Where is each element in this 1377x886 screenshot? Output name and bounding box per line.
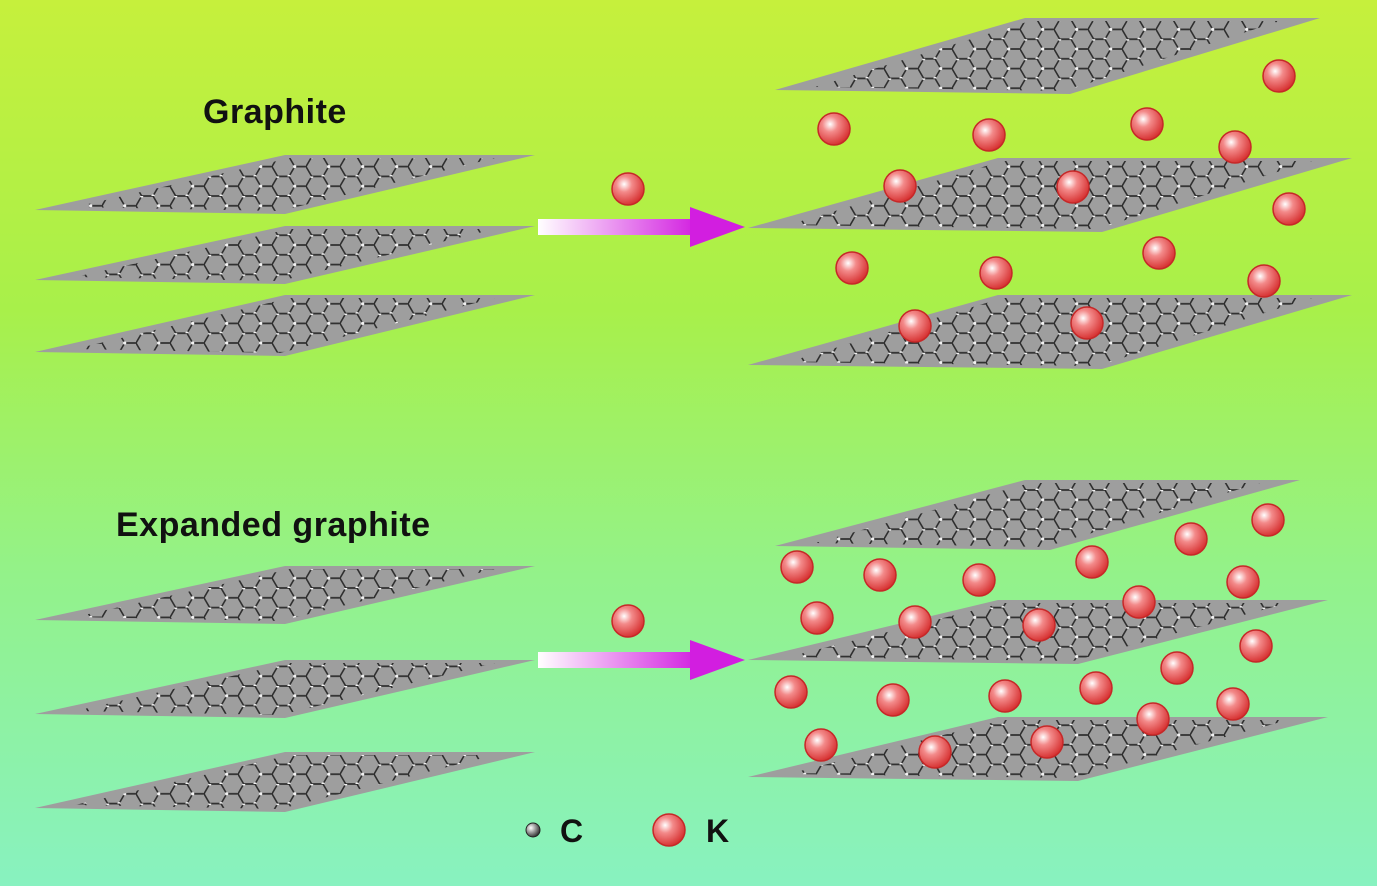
potassium-atom-expanded-3 (780, 550, 814, 584)
graphite-sheet-1-lattice (75, 158, 495, 211)
potassium-atom-expanded-13 (1160, 651, 1194, 685)
potassium-atom-graphite-13 (898, 309, 932, 343)
graphite-heading: Graphite (203, 93, 347, 131)
legend-carbon-icon (525, 822, 541, 838)
expanded-graphite-heading: Expanded graphite (116, 506, 431, 544)
potassium-atom-expanded-19 (1136, 702, 1170, 736)
potassium-atom-expanded-7 (1226, 565, 1260, 599)
legend-potassium-icon (652, 813, 686, 847)
potassium-atom-expanded-6 (1075, 545, 1109, 579)
potassium-atom-expanded-9 (898, 605, 932, 639)
potassium-atom-graphite-11 (1142, 236, 1176, 270)
potassium-atom-graphite-4 (1130, 107, 1164, 141)
potassium-atom-graphite-5 (1218, 130, 1252, 164)
intercalated-expanded-sheet-1-lattice (815, 483, 1260, 547)
expanded-graphite-sheet-2-lattice (75, 663, 495, 715)
potassium-atom-expanded-11 (1122, 585, 1156, 619)
potassium-atom-expanded-8 (800, 601, 834, 635)
intercalated-graphite-sheet-2-lattice (788, 161, 1312, 229)
potassium-atom-graphite-12 (1247, 264, 1281, 298)
potassium-atom-expanded-22 (1030, 725, 1064, 759)
potassium-atom-expanded-18 (1216, 687, 1250, 721)
potassium-atom-graphite-2 (817, 112, 851, 146)
graphite-sheet-3-lattice (75, 298, 495, 353)
expanded-graphite-sheet-1-lattice (75, 569, 495, 621)
potassium-atom-expanded-4 (863, 558, 897, 592)
potassium-atom-expanded-10 (1022, 608, 1056, 642)
potassium-atom-expanded-5 (962, 563, 996, 597)
legend-carbon-label: C (560, 813, 584, 849)
potassium-atom-graphite-10 (979, 256, 1013, 290)
potassium-atom-graphite-6 (883, 169, 917, 203)
potassium-atom-incoming-bottom (611, 604, 645, 638)
potassium-atom-expanded-12 (1239, 629, 1273, 663)
potassium-atom-expanded-15 (876, 683, 910, 717)
graphite-sheet-2-lattice (75, 229, 495, 281)
potassium-atom-graphite-14 (1070, 306, 1104, 340)
potassium-atom-graphite-8 (1272, 192, 1306, 226)
potassium-atom-expanded-1 (1251, 503, 1285, 537)
potassium-atom-expanded-21 (918, 735, 952, 769)
potassium-atom-graphite-7 (1056, 170, 1090, 204)
intercalation-arrow-bottom (538, 640, 745, 680)
intercalation-arrow-top (538, 207, 745, 247)
potassium-atom-expanded-16 (988, 679, 1022, 713)
legend-potassium-label: K (706, 813, 730, 849)
potassium-atom-graphite-9 (835, 251, 869, 285)
potassium-atom-graphite-1 (1262, 59, 1296, 93)
potassium-atom-expanded-20 (804, 728, 838, 762)
potassium-atom-incoming-top (611, 172, 645, 206)
potassium-atom-expanded-17 (1079, 671, 1113, 705)
potassium-atom-expanded-2 (1174, 522, 1208, 556)
intercalated-graphite-sheet-1-lattice (815, 21, 1280, 91)
potassium-atom-graphite-3 (972, 118, 1006, 152)
expanded-graphite-sheet-3-lattice (75, 755, 495, 809)
intercalated-graphite-sheet-3-lattice (788, 298, 1312, 366)
potassium-atom-expanded-14 (774, 675, 808, 709)
